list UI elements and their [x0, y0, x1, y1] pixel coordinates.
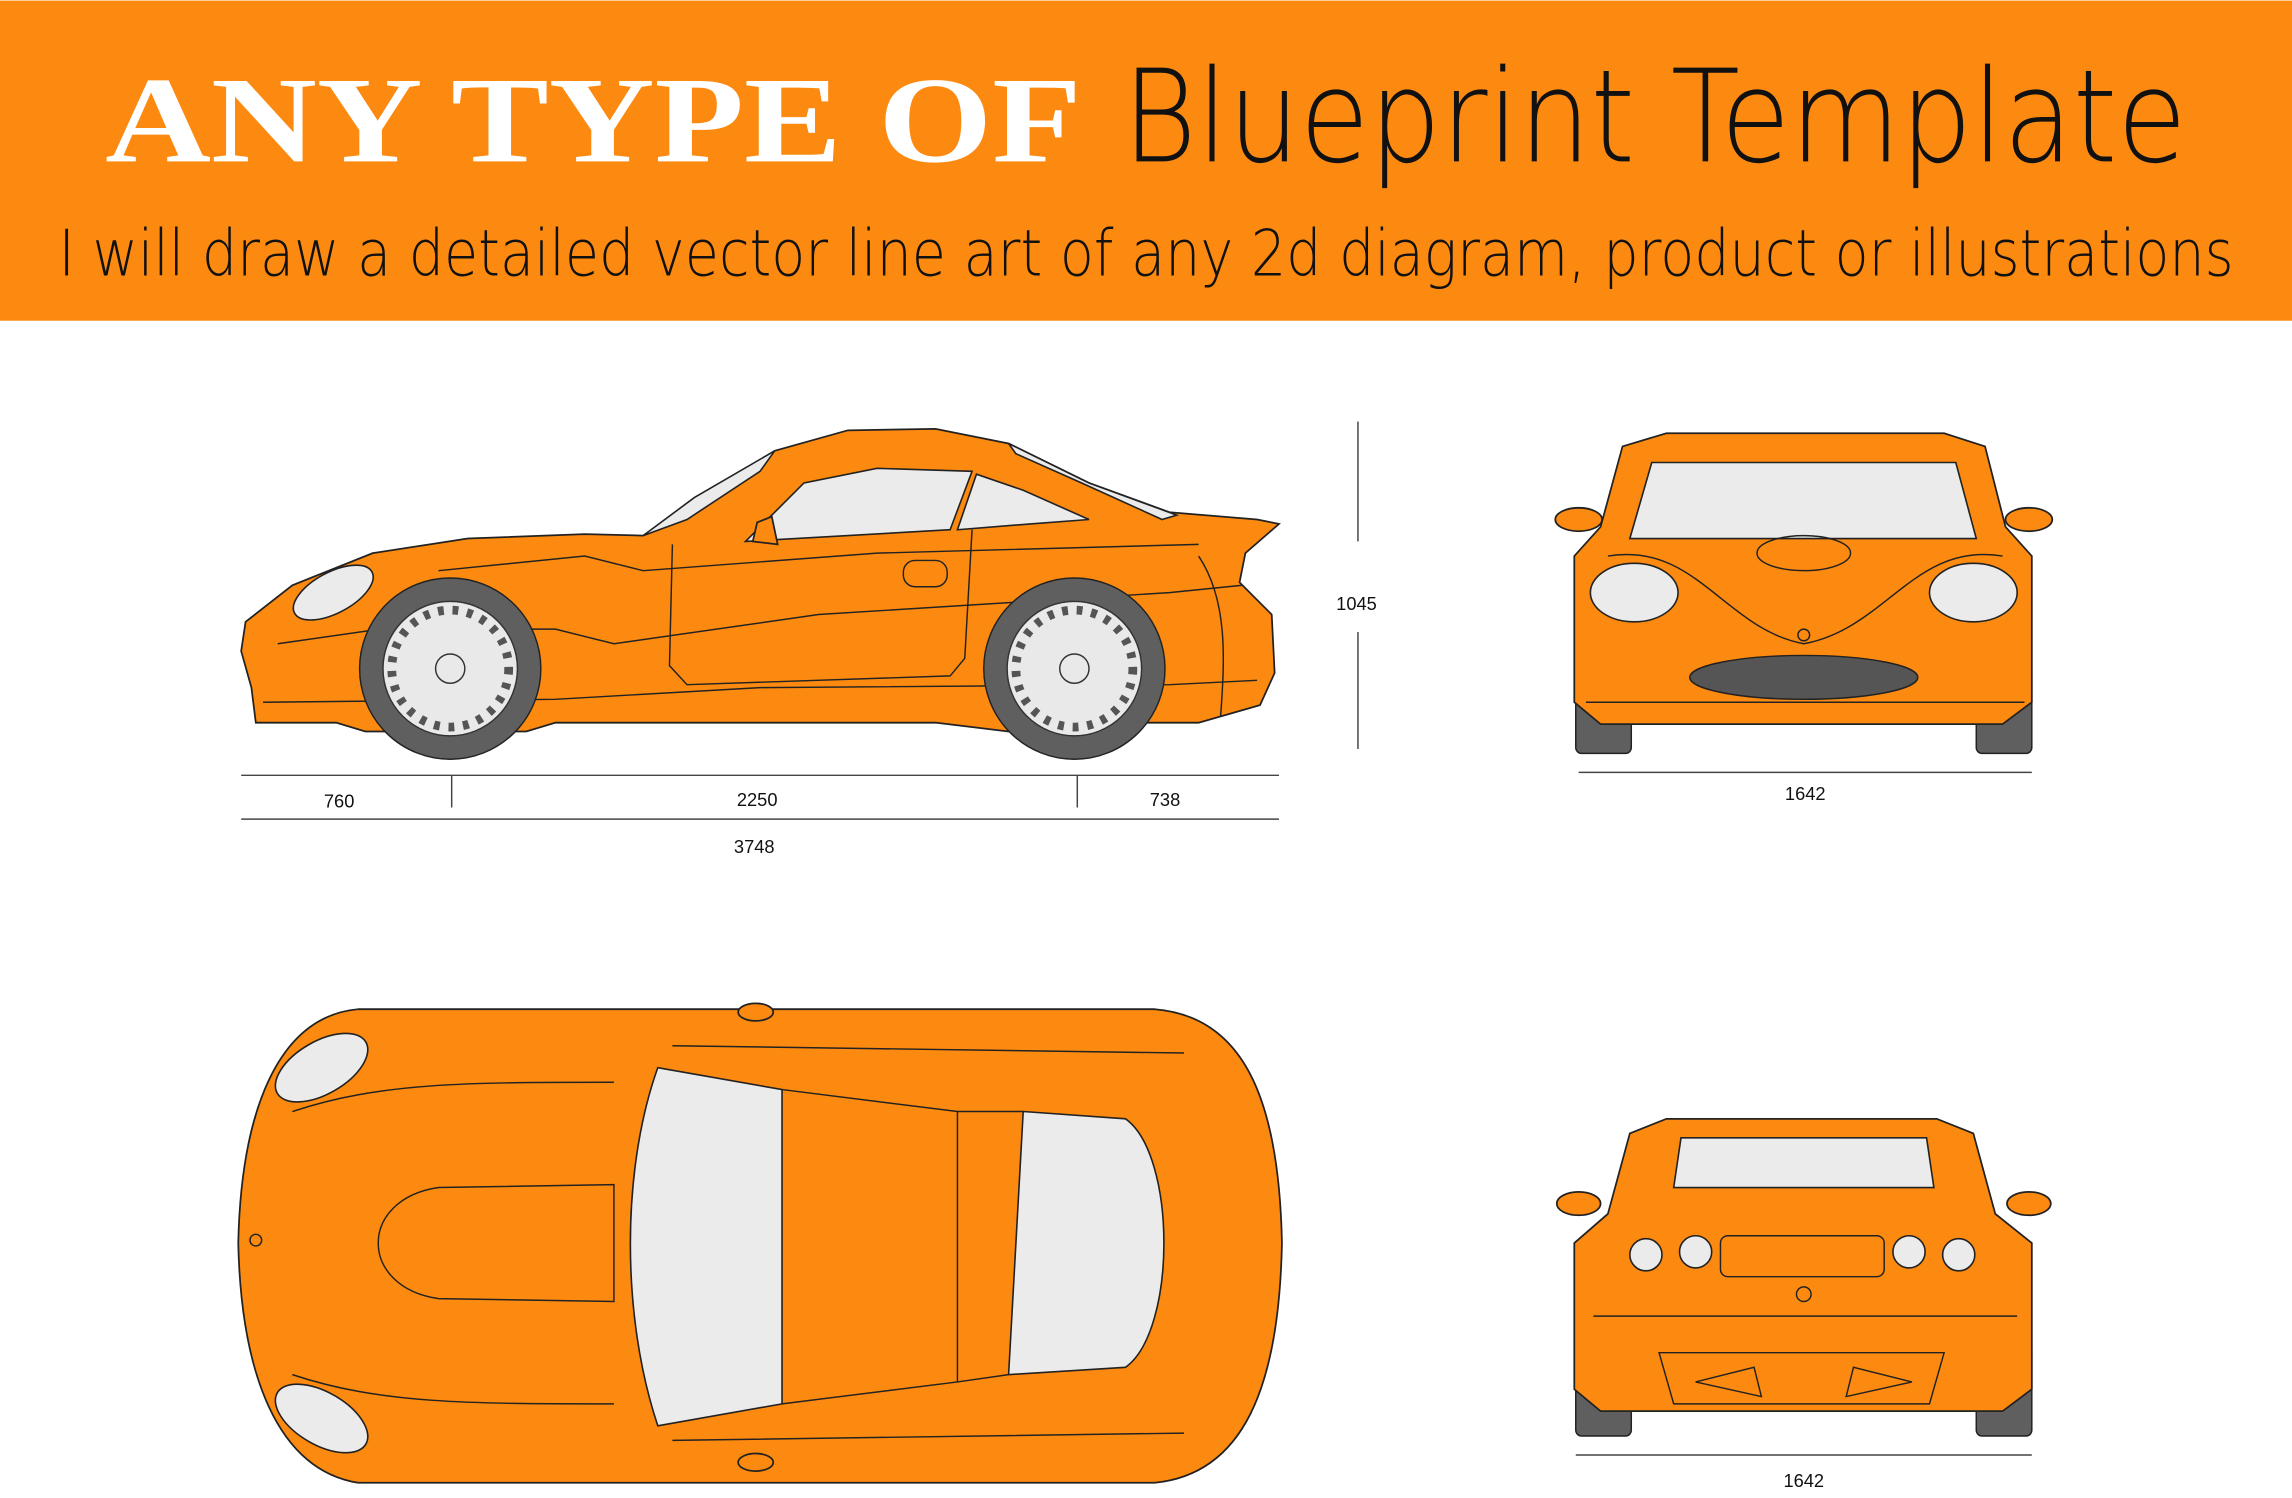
right-headlight [1928, 562, 2018, 623]
front-windshield [1628, 461, 1978, 540]
dim-wheelbase: 2250 [737, 789, 778, 810]
side-door-window [743, 467, 974, 543]
top-right-headlight [274, 1383, 369, 1454]
rear-width-label: 1642 [1783, 1470, 1824, 1491]
front-grille [1689, 654, 1919, 701]
tail-light [1941, 1237, 1976, 1272]
side-windshield [642, 450, 776, 537]
left-headlight [1589, 562, 1679, 623]
title-decorative: ANY TYPE OF [105, 52, 1081, 188]
top-view-car [237, 1002, 1283, 1484]
side-dimensions: 760 2250 738 3748 1045 [241, 421, 1377, 857]
title-main: Blueprint Template [1123, 43, 2187, 192]
dim-height: 1045 [1336, 593, 1377, 614]
dim-front-overhang: 760 [324, 790, 354, 811]
tail-light [1892, 1234, 1926, 1269]
rear-wheel [983, 577, 1166, 760]
top-rear-window [1007, 1110, 1165, 1376]
front-view-car [1554, 432, 2054, 755]
side-mirror [751, 515, 779, 546]
side-rear-window [956, 473, 1090, 531]
headlight [292, 564, 374, 621]
top-left-headlight [274, 1032, 369, 1103]
front-wheel [358, 577, 542, 760]
right-mirror [2004, 506, 2054, 533]
dim-total-length: 3748 [734, 836, 775, 857]
header-banner [0, 0, 2292, 321]
top-windshield [629, 1066, 783, 1427]
left-mirror [1554, 506, 1603, 533]
tail-light [1629, 1237, 1663, 1272]
front-width-label: 1642 [1785, 783, 1826, 804]
subtitle: I will draw a detailed vector line art o… [58, 216, 2233, 291]
rear-view-car [1555, 1117, 2052, 1437]
rear-window [1672, 1137, 1935, 1189]
tail-light [1678, 1234, 1713, 1269]
dim-rear-overhang: 738 [1150, 789, 1180, 810]
side-view-car [240, 428, 1281, 760]
